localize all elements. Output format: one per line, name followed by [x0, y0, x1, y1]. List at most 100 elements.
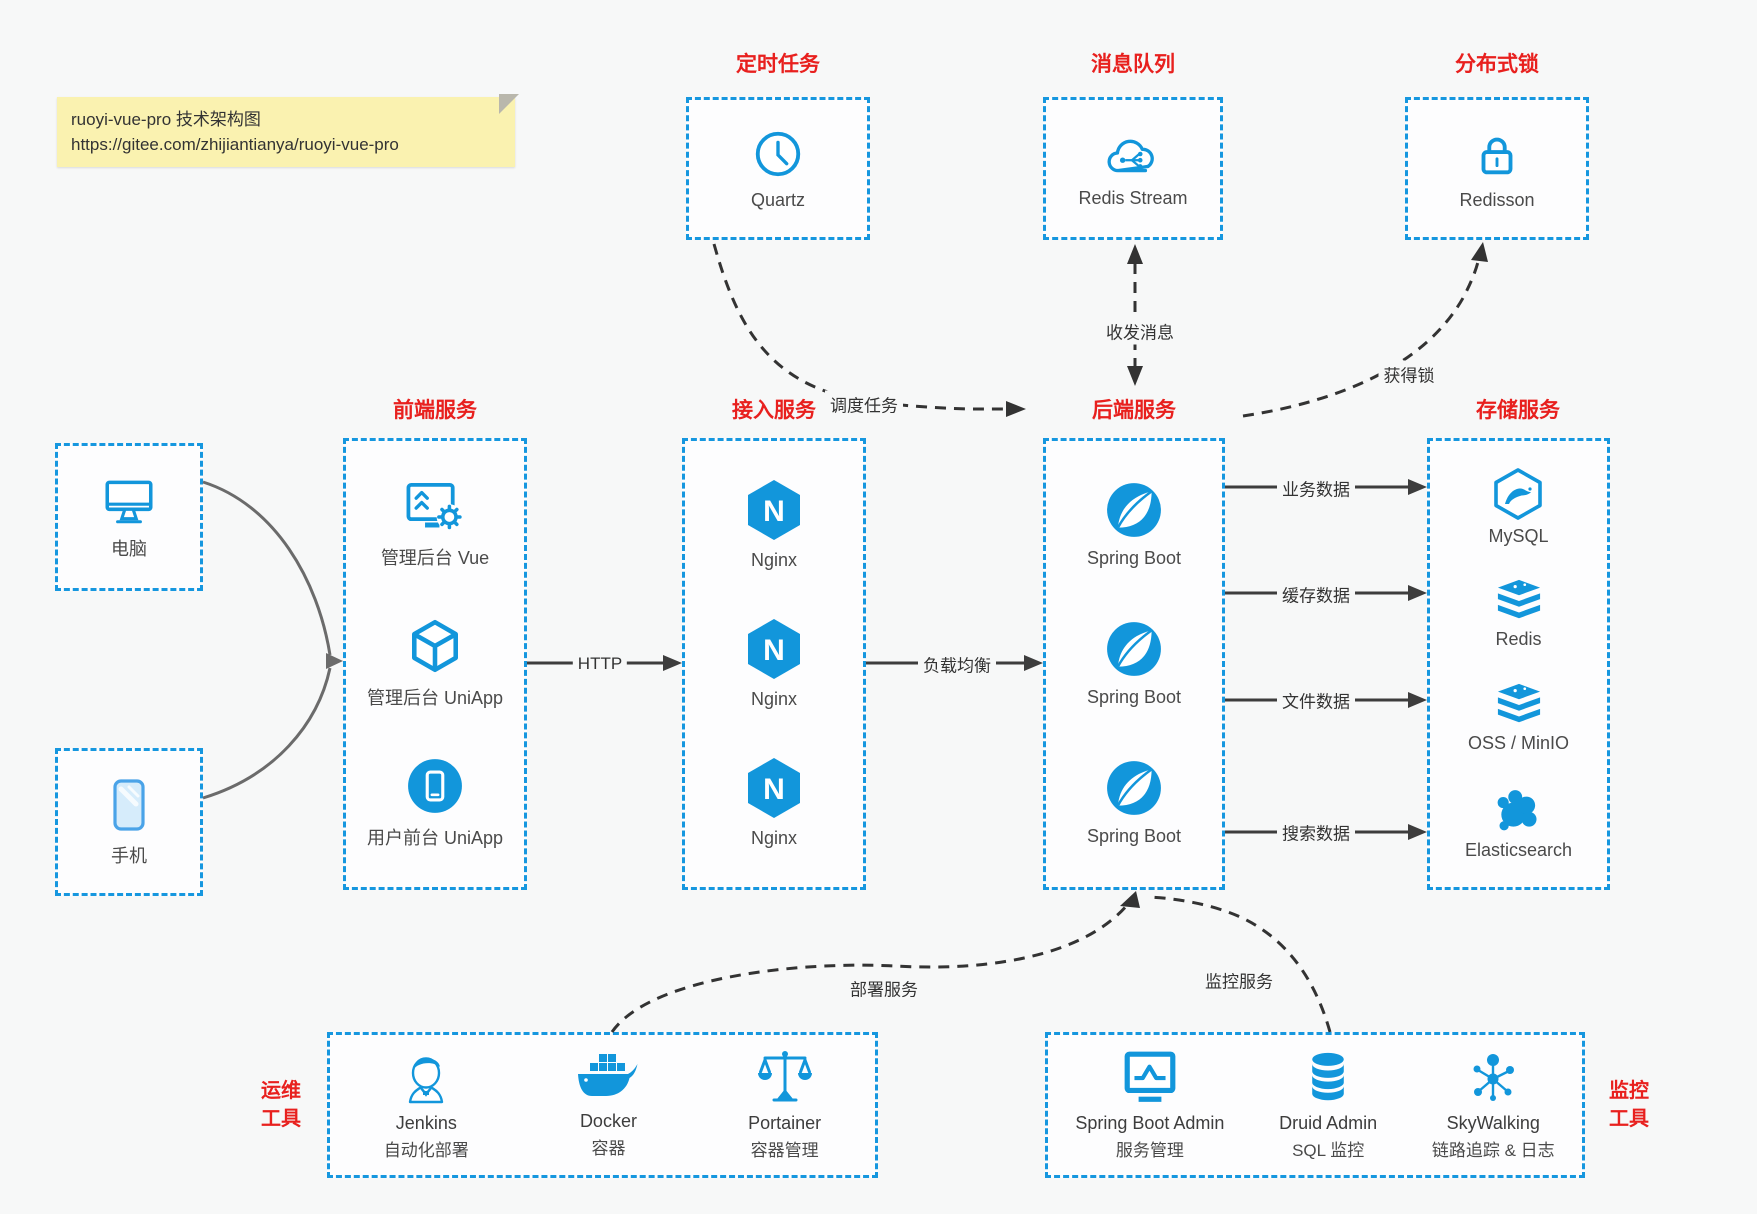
monitor-item-desc: 服务管理 [1115, 1141, 1184, 1160]
edge-label-cache-data: 缓存数据 [1277, 580, 1355, 608]
uniapp-user-icon [408, 758, 462, 813]
access-item-nginx-2: N Nginx [746, 618, 802, 710]
mysql-icon [1494, 467, 1543, 520]
portainer-icon [757, 1051, 812, 1102]
backend-item-label: Spring Boot [1086, 826, 1182, 847]
clock-icon [755, 131, 801, 176]
monitor-tools-box: Spring Boot Admin 服务管理 Druid Admin SQL 监… [1045, 1032, 1585, 1178]
arrowhead [1120, 891, 1140, 908]
skywalking-icon [1473, 1054, 1515, 1101]
phone-client-box: 手机 [55, 748, 203, 896]
title-message-queue: 消息队列 [1091, 53, 1175, 76]
nginx-icon: N [748, 479, 800, 540]
backend-box: Spring Boot Spring Boot Spring Boot [1043, 438, 1225, 890]
smartphone-icon [113, 778, 145, 831]
ops-item-name: Portainer [748, 1113, 822, 1133]
backend-item-spring-3: Spring Boot [1087, 759, 1181, 847]
storage-box: MySQL Redis OSS / MinIO [1427, 438, 1610, 890]
access-item-label: Nginx [750, 688, 798, 709]
edge-label-schedule: 调度任务 [825, 390, 903, 418]
phone-client-label: 手机 [111, 845, 147, 866]
edge-schedule-tasks [712, 243, 1005, 411]
access-item-nginx-1: N Nginx [746, 479, 802, 571]
frontend-item-label: 管理后台 Vue [380, 547, 490, 568]
storage-item-redis: Redis [1492, 578, 1546, 650]
arrowhead [1408, 479, 1427, 495]
vue-admin-icon [406, 482, 463, 530]
edge-label-messaging: 收发消息 [1101, 317, 1179, 345]
edge-deploy [610, 903, 1130, 1033]
pc-client-label: 电脑 [111, 538, 147, 559]
edge-label-business-data: 业务数据 [1277, 474, 1355, 502]
frontend-item-label: 用户前台 UniApp [366, 827, 504, 848]
quartz-box: Quartz [686, 97, 870, 240]
note-title: ruoyi-vue-pro 技术架构图 [71, 110, 261, 129]
monitor-item-druid: Druid Admin SQL 监控 [1279, 1049, 1377, 1161]
arrowhead [663, 655, 682, 671]
elasticsearch-icon [1498, 790, 1538, 831]
edge-monitor [1147, 895, 1332, 1033]
ops-item-name: Docker [579, 1111, 637, 1131]
cloud-mq-icon [1107, 139, 1154, 172]
storage-item-label: MySQL [1488, 525, 1549, 546]
arrowhead [1127, 366, 1143, 386]
storage-item-mysql: MySQL [1488, 467, 1549, 547]
pc-client-node: 电脑 [100, 474, 158, 561]
druid-icon [1312, 1052, 1344, 1101]
backend-item-spring-2: Spring Boot [1087, 620, 1181, 708]
docker-icon [578, 1054, 638, 1096]
monitor-item-name: Druid Admin [1279, 1113, 1378, 1133]
oss-stack-icon [1497, 683, 1540, 722]
arrowhead [1127, 244, 1143, 264]
edge-label-get-lock: 获得锁 [1378, 360, 1440, 388]
title-monitor-tools: 监控 工具 [1609, 1080, 1649, 1130]
phone-client-node: 手机 [106, 777, 152, 868]
frontend-box: 管理后台 Vue 管理后台 UniApp 用户前台 UniApp [343, 438, 527, 890]
ops-item-name: Jenkins [395, 1113, 457, 1133]
storage-item-oss: OSS / MinIO [1468, 682, 1569, 754]
redis-stream-box: Redis Stream [1043, 97, 1223, 240]
arrowhead [1408, 692, 1427, 708]
edge-phone-to-frontend [202, 667, 332, 800]
edge-get-lock [1242, 251, 1482, 418]
frontend-item-vue-admin: 管理后台 Vue [381, 479, 489, 570]
access-item-label: Nginx [750, 828, 798, 849]
pc-client-box: 电脑 [55, 443, 203, 591]
redisson-node: Redisson [1459, 127, 1535, 211]
redis-stack-icon [1497, 580, 1540, 619]
arrowhead [1408, 824, 1427, 840]
storage-item-elasticsearch: Elasticsearch [1465, 785, 1572, 861]
arrowhead [326, 653, 343, 669]
arrowhead [1471, 242, 1488, 262]
monitor-item-name: SkyWalking [1446, 1113, 1540, 1133]
monitor-item-name: Spring Boot Admin [1075, 1113, 1225, 1133]
arrowhead [1024, 655, 1043, 671]
edge-label-search-data: 搜索数据 [1277, 818, 1355, 846]
ops-item-desc: 容器 [591, 1139, 626, 1158]
spring-boot-icon [1107, 482, 1161, 537]
ops-item-jenkins: Jenkins 自动化部署 [384, 1049, 469, 1161]
frontend-item-label: 管理后台 UniApp [366, 687, 504, 708]
backend-item-label: Spring Boot [1086, 686, 1182, 707]
svg-text:N: N [763, 773, 785, 806]
storage-item-label: Redis [1495, 629, 1542, 650]
title-storage-services: 存储服务 [1476, 399, 1560, 422]
desktop-icon [105, 480, 153, 523]
uniapp-cube-icon [411, 619, 458, 672]
backend-item-label: Spring Boot [1086, 547, 1182, 568]
access-box: N Nginx N Nginx N Nginx [682, 438, 866, 890]
jenkins-icon [409, 1057, 444, 1104]
monitor-item-desc: 链路追踪 & 日志 [1431, 1141, 1555, 1160]
lock-icon [1481, 137, 1513, 174]
redisson-box: Redisson [1405, 97, 1589, 240]
redisson-label: Redisson [1459, 189, 1535, 210]
edge-pc-to-frontend [202, 480, 332, 656]
monitor-item-skywalking: SkyWalking 链路追踪 & 日志 [1432, 1049, 1555, 1161]
svg-text:N: N [763, 634, 785, 667]
storage-item-label: Elasticsearch [1464, 840, 1573, 861]
title-scheduled-tasks: 定时任务 [736, 53, 820, 76]
storage-item-label: OSS / MinIO [1467, 732, 1570, 753]
spring-boot-icon [1107, 761, 1161, 816]
access-item-nginx-3: N Nginx [746, 757, 802, 849]
